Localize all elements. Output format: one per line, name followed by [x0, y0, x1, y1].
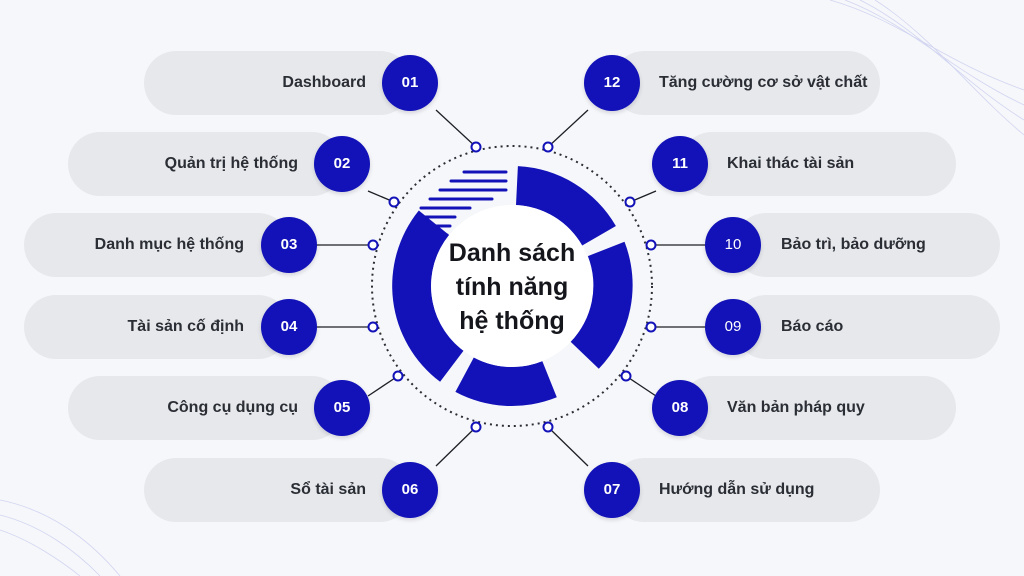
center-title-line-3: hệ thống — [459, 307, 565, 335]
donut-hatch — [416, 170, 508, 237]
dotted-ring — [371, 145, 653, 427]
donut-ring — [392, 166, 633, 407]
pill-item-12 — [612, 51, 880, 115]
item-label-08: Văn bản pháp quy — [727, 399, 865, 416]
center-title-line-2: tính năng — [455, 273, 569, 301]
number-badge-11: 11 — [652, 136, 708, 192]
number-badge-06: 06 — [382, 462, 438, 518]
number-badge-03: 03 — [261, 217, 317, 273]
corner-wave-top-right — [829, 0, 1024, 136]
item-label-11: Khai thác tài sản — [727, 155, 855, 172]
corner-wave-bottom-left — [0, 499, 121, 576]
donut-segment-1 — [516, 166, 616, 246]
center-title: Danh sách tính năng hệ thống — [412, 236, 612, 338]
number-badge-07: 07 — [584, 462, 640, 518]
item-label-06: Sổ tài sản — [290, 481, 366, 498]
pill-item-02 — [68, 132, 344, 196]
pill-item-08 — [680, 376, 956, 440]
item-label-03: Danh mục hệ thống — [94, 236, 244, 253]
pill-item-09 — [734, 295, 1000, 359]
number-badge-08: 08 — [652, 380, 708, 436]
ring-nodes — [367, 141, 657, 433]
item-label-02: Quản trị hệ thống — [164, 155, 298, 172]
item-label-05: Công cụ dụng cụ — [167, 399, 298, 416]
number-badge-10: 10 — [705, 217, 761, 273]
center-disc — [431, 205, 593, 367]
donut-segment-4 — [392, 210, 464, 382]
item-label-07: Hướng dẫn sử dụng — [659, 481, 815, 498]
pill-item-11 — [680, 132, 956, 196]
item-label-09: Báo cáo — [781, 318, 844, 335]
center-title-line-1: Danh sách — [448, 239, 576, 267]
pill-item-06 — [144, 458, 412, 522]
number-badge-12: 12 — [584, 55, 640, 111]
number-badge-05: 05 — [314, 380, 370, 436]
number-badge-09: 09 — [705, 299, 761, 355]
pill-item-01 — [144, 51, 412, 115]
number-badge-01: 01 — [382, 55, 438, 111]
item-label-04: Tài sản cố định — [127, 318, 244, 335]
pill-item-07 — [612, 458, 880, 522]
pill-item-05 — [68, 376, 344, 440]
item-label-01: Dashboard — [282, 74, 366, 91]
number-badge-04: 04 — [261, 299, 317, 355]
pill-item-10 — [734, 213, 1000, 277]
pill-item-03 — [24, 213, 290, 277]
donut-segment-2 — [570, 241, 633, 369]
pill-item-04 — [24, 295, 290, 359]
donut-segment-3 — [455, 357, 557, 407]
connector-lines — [315, 109, 709, 467]
item-label-10: Bảo trì, bảo dưỡng — [781, 236, 926, 253]
number-badge-02: 02 — [314, 136, 370, 192]
item-label-12: Tăng cường cơ sở vật chất — [659, 74, 868, 91]
